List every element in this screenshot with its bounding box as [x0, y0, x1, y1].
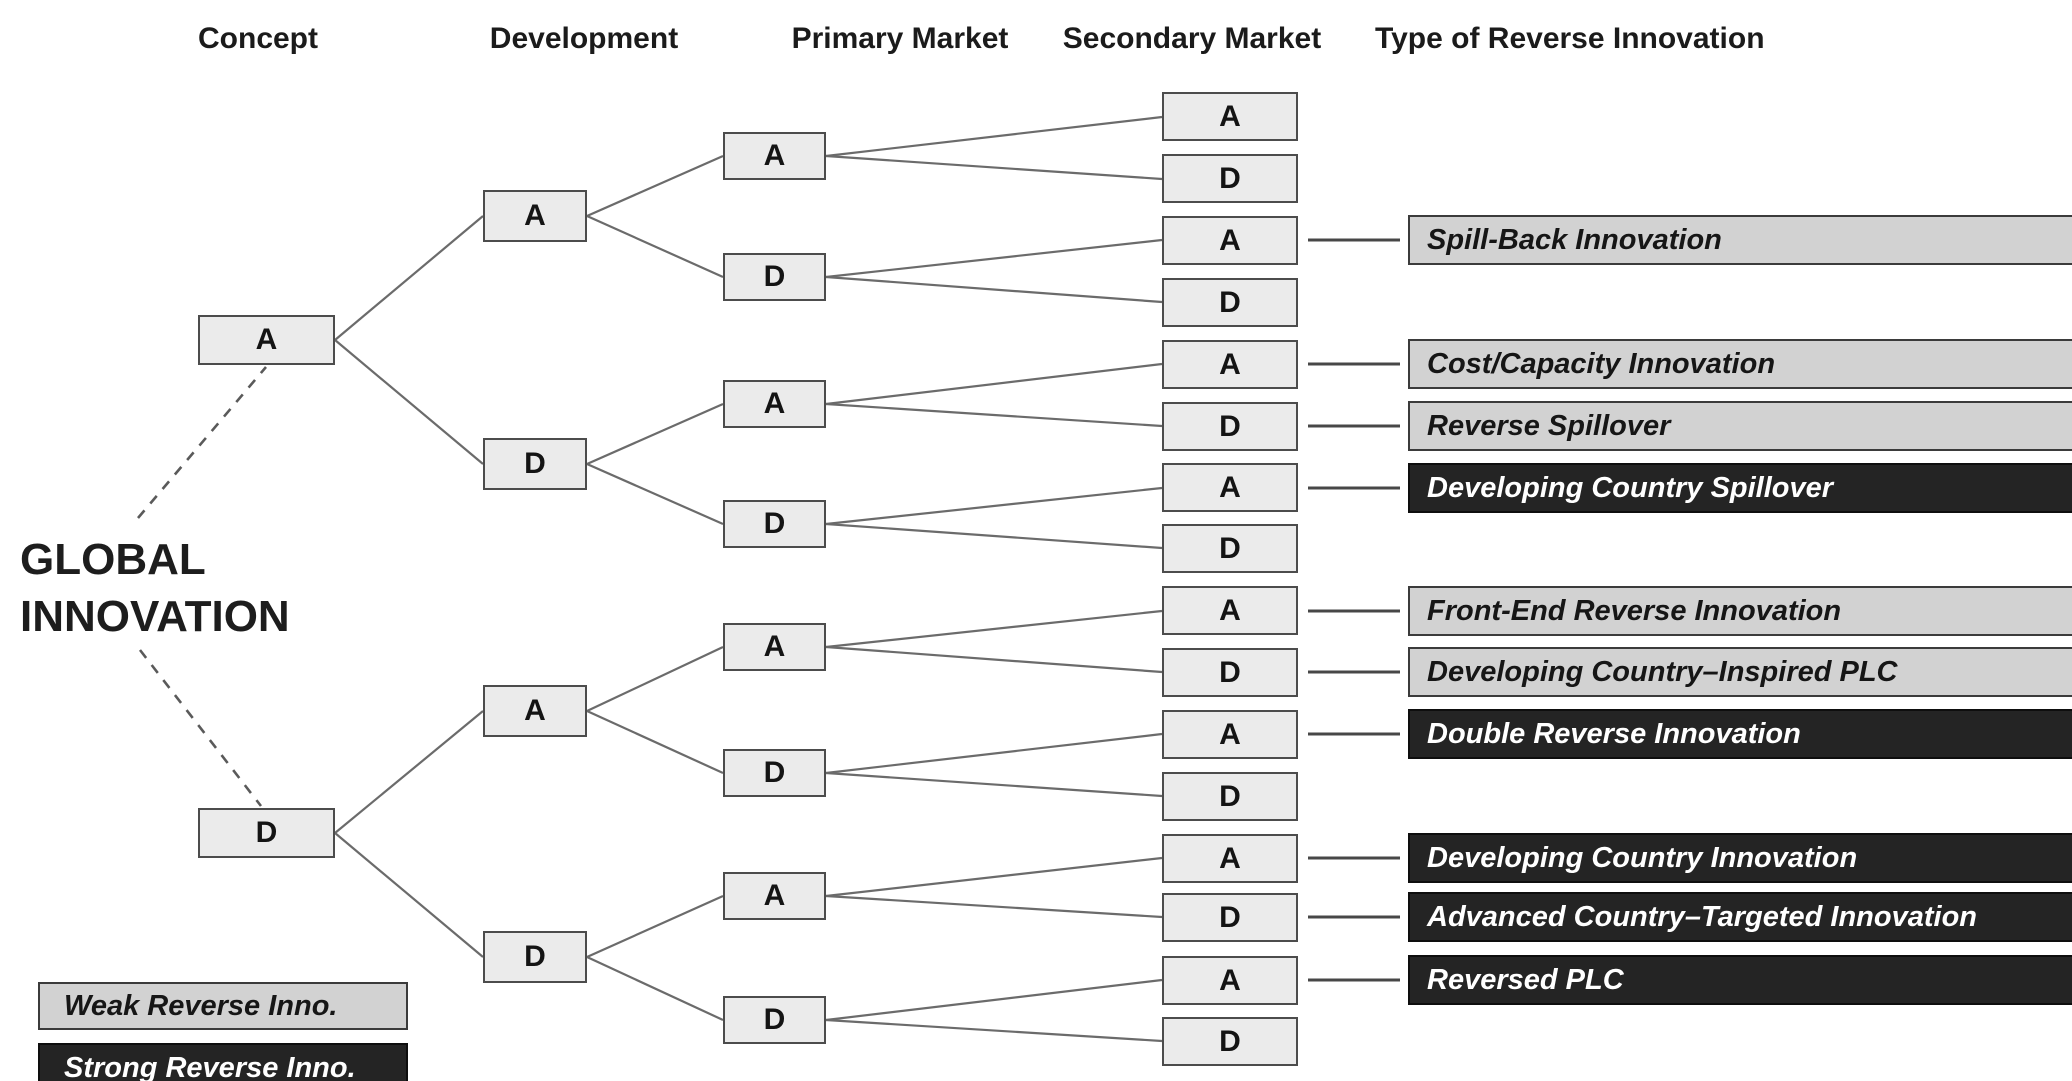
type-label-bar: Developing Country–Inspired PLC: [1408, 647, 2072, 697]
tree-node: A: [483, 685, 587, 737]
column-header-type-of-reverse-innovation: Type of Reverse Innovation: [1375, 22, 1765, 55]
type-label-bar: Reversed PLC: [1408, 955, 2072, 1005]
type-label-bar: Advanced Country–Targeted Innovation: [1408, 892, 2072, 942]
tree-node: A: [1162, 586, 1298, 635]
tree-node: A: [1162, 834, 1298, 883]
tree-node: A: [1162, 340, 1298, 389]
type-label-bar: Reverse Spillover: [1408, 401, 2072, 451]
root-label-line1: GLOBAL: [20, 535, 206, 584]
root-label-global-innovation: GLOBAL INNOVATION: [20, 531, 290, 645]
tree-node: A: [723, 380, 826, 428]
tree-node: D: [483, 931, 587, 983]
column-header-development: Development: [489, 22, 679, 55]
tree-node: A: [723, 623, 826, 671]
legend-strong-reverse-innovation: Strong Reverse Inno.: [38, 1043, 408, 1081]
tree-node: D: [1162, 648, 1298, 697]
column-header-primary-market: Primary Market: [791, 22, 1009, 55]
tree-node: D: [723, 253, 826, 301]
type-label-bar: Front-End Reverse Innovation: [1408, 586, 2072, 636]
type-label-bar: Spill-Back Innovation: [1408, 215, 2072, 265]
column-header-secondary-market: Secondary Market: [1062, 22, 1322, 55]
tree-node: D: [723, 749, 826, 797]
tree-node: A: [723, 132, 826, 180]
type-label-bar: Cost/Capacity Innovation: [1408, 339, 2072, 389]
type-label-bar: Developing Country Innovation: [1408, 833, 2072, 883]
tree-node: D: [1162, 278, 1298, 327]
tree-node: A: [483, 190, 587, 242]
tree-node: D: [1162, 1017, 1298, 1066]
root-label-line2: INNOVATION: [20, 592, 290, 641]
tree-node: A: [1162, 463, 1298, 512]
tree-node: A: [723, 872, 826, 920]
tree-node: D: [1162, 154, 1298, 203]
tree-node: A: [1162, 710, 1298, 759]
tree-node: D: [1162, 893, 1298, 942]
tree-node: D: [1162, 524, 1298, 573]
tree-node: A: [198, 315, 335, 365]
legend-weak-reverse-innovation: Weak Reverse Inno.: [38, 982, 408, 1030]
tree-node: D: [483, 438, 587, 490]
tree-node: D: [1162, 402, 1298, 451]
type-label-bar: Developing Country Spillover: [1408, 463, 2072, 513]
tree-node: D: [198, 808, 335, 858]
tree-node: D: [723, 996, 826, 1044]
tree-node: A: [1162, 92, 1298, 141]
tree-node: A: [1162, 216, 1298, 265]
tree-node: A: [1162, 956, 1298, 1005]
column-header-concept: Concept: [198, 22, 318, 55]
type-label-bar: Double Reverse Innovation: [1408, 709, 2072, 759]
tree-node: D: [723, 500, 826, 548]
tree-node: D: [1162, 772, 1298, 821]
